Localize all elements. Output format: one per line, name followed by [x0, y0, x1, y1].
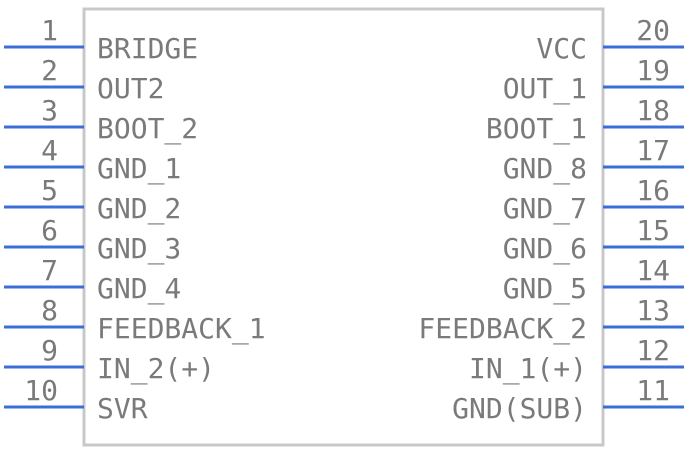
- pin-12-label: IN_1(+): [469, 352, 587, 386]
- pin-5-label: GND_2: [97, 192, 181, 226]
- pin-1-label: BRIDGE: [97, 32, 198, 65]
- pin-6-number: 6: [41, 214, 58, 247]
- pin-16-number: 16: [636, 174, 670, 207]
- pin-9-number: 9: [41, 334, 58, 367]
- pin-7-number: 7: [41, 254, 58, 287]
- pin-11-label: GND(SUB): [452, 392, 587, 425]
- ic-body-outline: [82, 7, 605, 447]
- pin-5-number: 5: [41, 174, 58, 207]
- pin-10-number: 10: [24, 374, 58, 407]
- pin-8-label: FEEDBACK_1: [97, 312, 266, 346]
- pin-8-number: 8: [41, 294, 58, 327]
- pin-18-number: 18: [636, 94, 670, 127]
- pin-6-label: GND_3: [97, 232, 181, 266]
- pin-15-label: GND_6: [503, 232, 587, 266]
- pin-3-number: 3: [41, 94, 58, 127]
- pin-2-label: OUT2: [97, 72, 164, 105]
- pin-2-number: 2: [41, 54, 58, 87]
- pin-13-label: FEEDBACK_2: [418, 312, 587, 346]
- pin-19-number: 19: [636, 54, 670, 87]
- pin-14-label: GND_5: [503, 272, 587, 306]
- pin-16-label: GND_7: [503, 192, 587, 226]
- pin-11-number: 11: [636, 374, 670, 407]
- pin-14-number: 14: [636, 254, 670, 287]
- pin-17-number: 17: [636, 134, 670, 167]
- pin-17-label: GND_8: [503, 152, 587, 186]
- pin-1-number: 1: [41, 14, 58, 47]
- pin-20-number: 20: [636, 14, 670, 47]
- pin-12-number: 12: [636, 334, 670, 367]
- pin-7-label: GND_4: [97, 272, 181, 306]
- pin-4-label: GND_1: [97, 152, 181, 186]
- pin-15-number: 15: [636, 214, 670, 247]
- pin-3-label: BOOT_2: [97, 112, 198, 146]
- pin-4-number: 4: [41, 134, 58, 167]
- pin-10-label: SVR: [97, 392, 148, 425]
- pin-18-label: BOOT_1: [486, 112, 587, 146]
- pin-19-label: OUT_1: [503, 72, 587, 106]
- pin-9-label: IN_2(+): [97, 352, 215, 386]
- pin-20-label: VCC: [536, 32, 587, 65]
- pin-13-number: 13: [636, 294, 670, 327]
